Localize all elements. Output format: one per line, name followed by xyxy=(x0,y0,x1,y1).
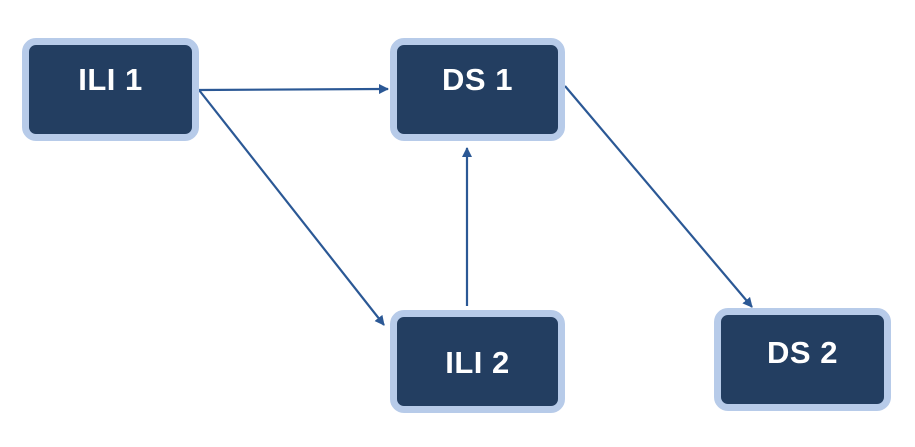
node-ds-2: DS 2 xyxy=(714,308,891,411)
node-label: DS 1 xyxy=(442,61,513,97)
node-label: DS 2 xyxy=(767,334,838,370)
edge-ds1-to-ds2 xyxy=(564,85,753,308)
edge-ili1-to-ili2 xyxy=(198,89,385,326)
node-label: ILI 2 xyxy=(445,344,510,380)
node-ds-1: DS 1 xyxy=(390,38,565,141)
edge-ili1-to-ds1 xyxy=(198,84,389,95)
node-label: ILI 1 xyxy=(78,61,143,97)
node-ili-1: ILI 1 xyxy=(22,38,199,141)
node-ili-2: ILI 2 xyxy=(390,310,565,413)
